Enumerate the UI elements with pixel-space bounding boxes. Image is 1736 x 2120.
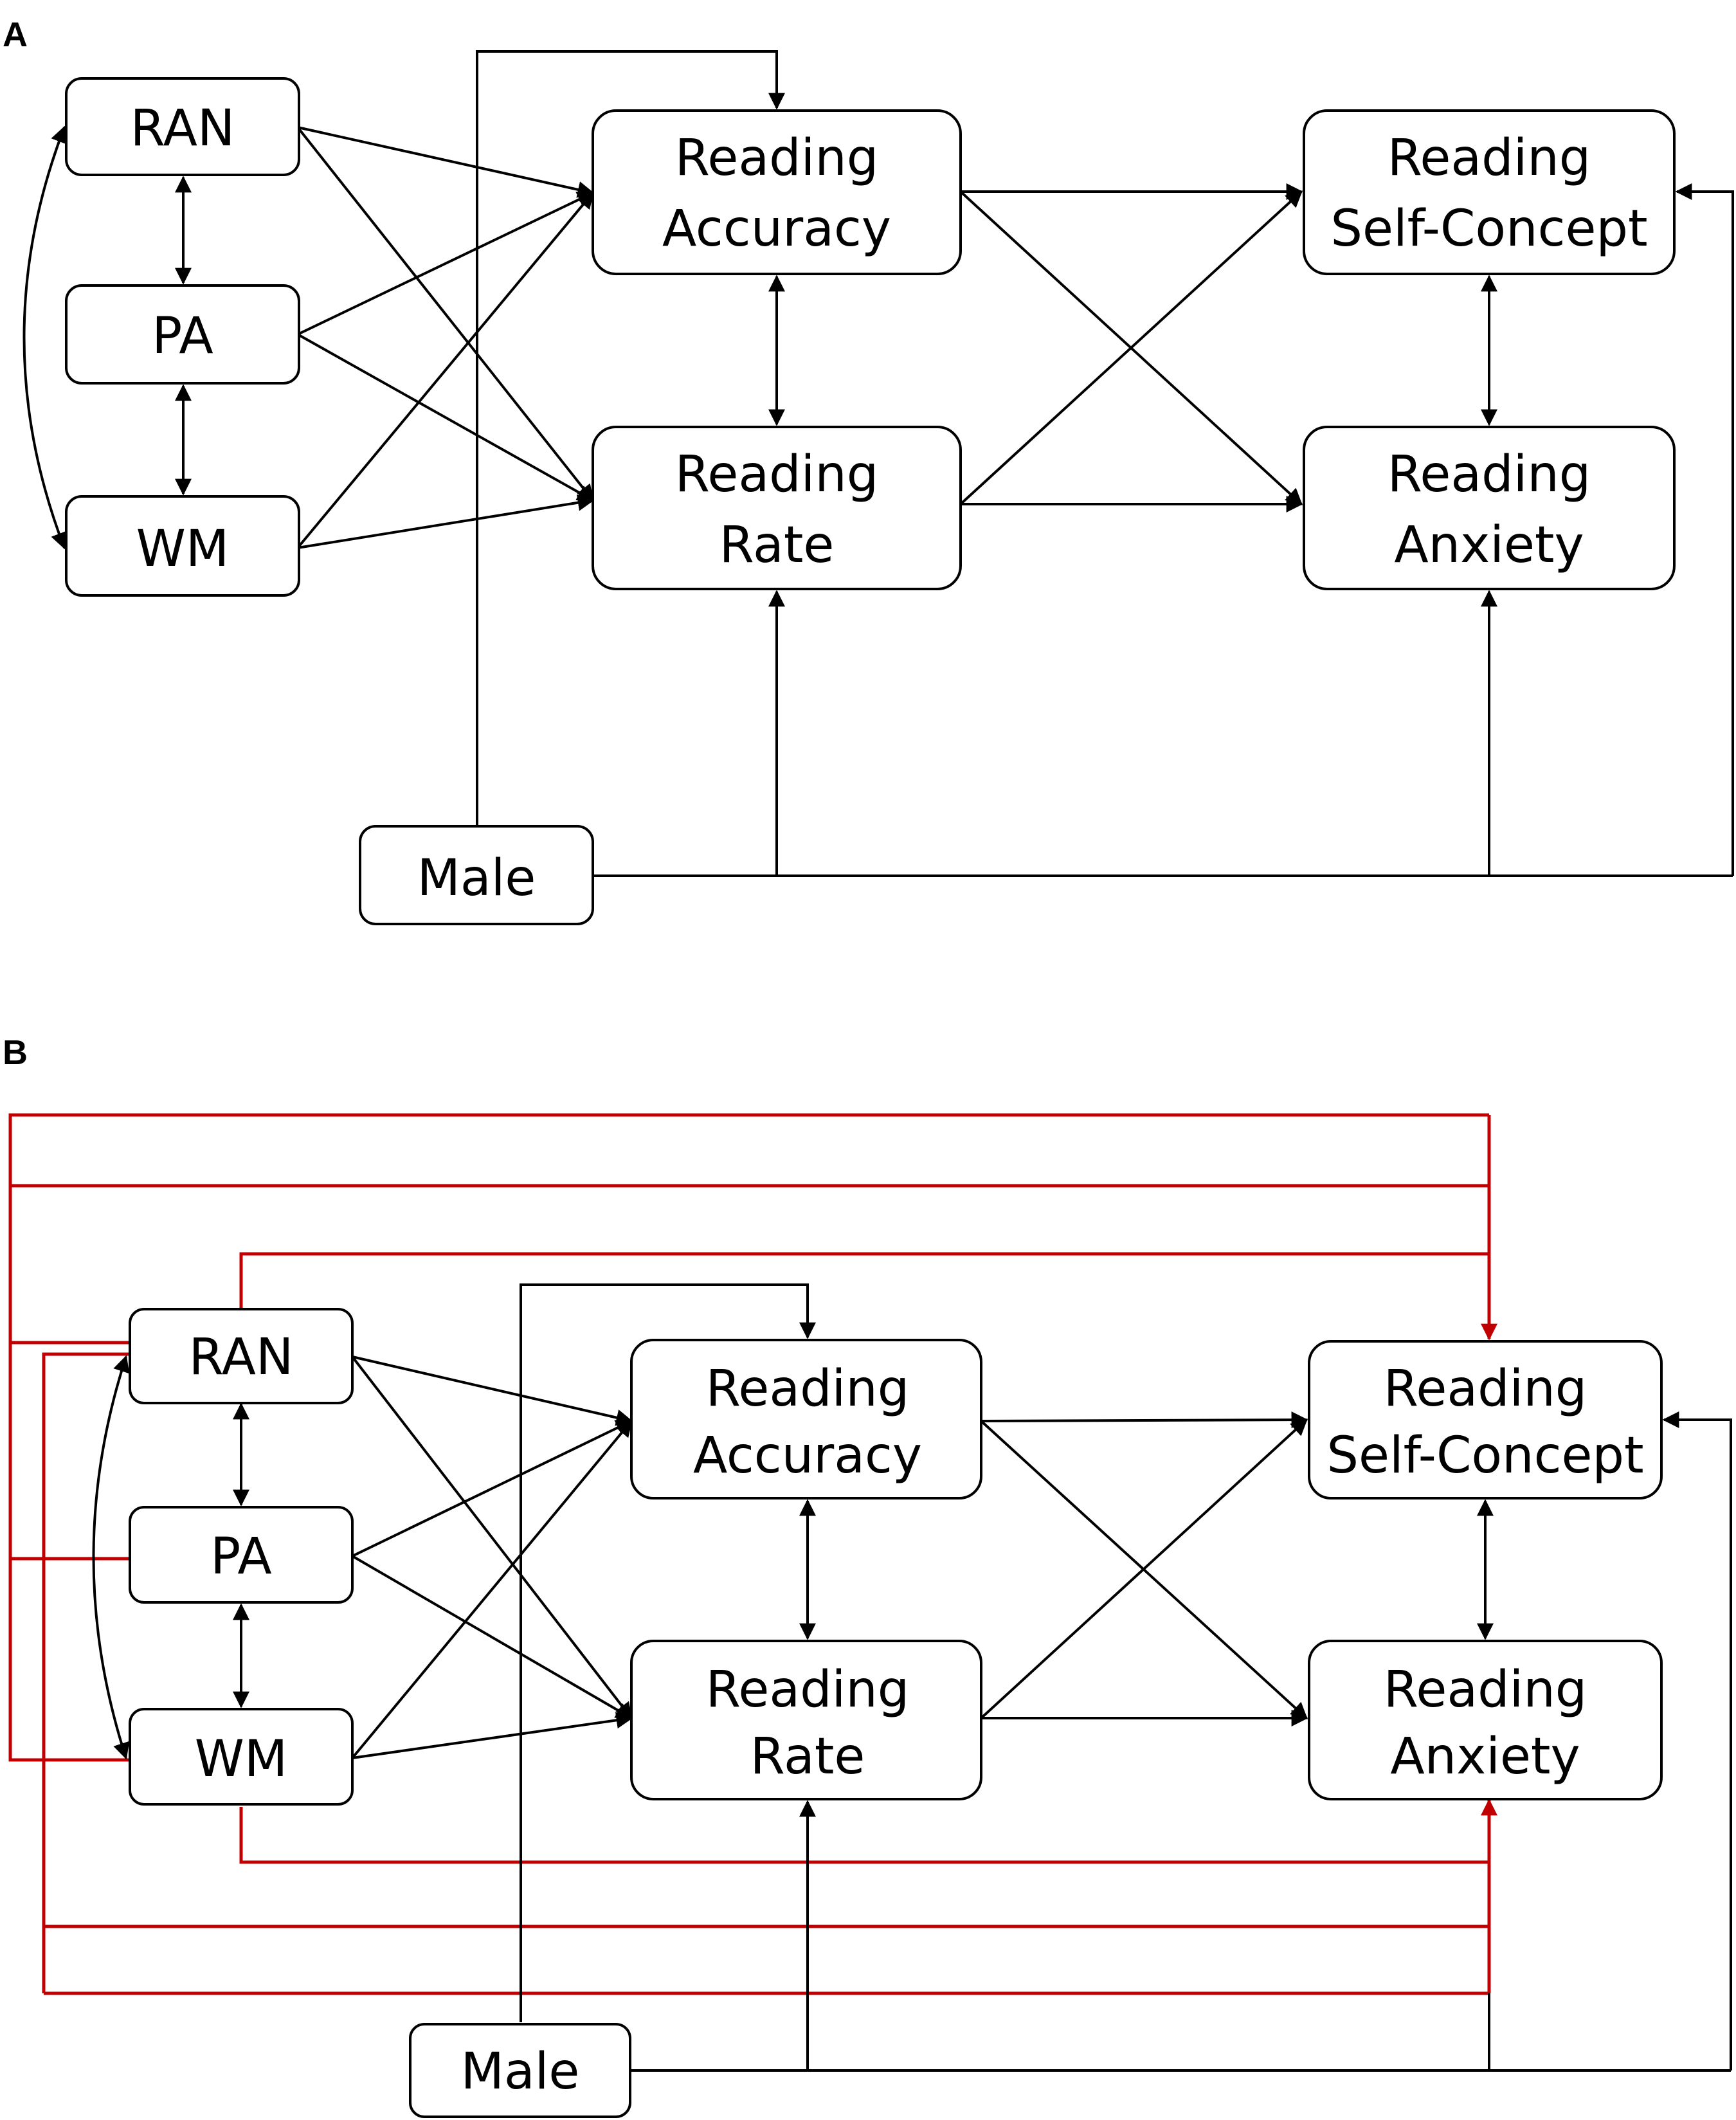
path-b-rate-to-selfconcept (980, 1418, 1308, 1719)
path-b-accuracy-to-selfconcept (981, 1411, 1308, 1429)
node-reading-anxiety-line1: Reading (1388, 446, 1591, 503)
node-reading-accuracy-line1: Reading (675, 129, 879, 187)
path-pa-to-accuracy (297, 192, 595, 336)
cov-ran-wm (23, 125, 67, 550)
path-b-male-to-selfconcept (1662, 1411, 1732, 2070)
node-reading-self-concept-line1: Reading (1388, 129, 1591, 187)
path-b-wm-to-rate (352, 1712, 633, 1759)
node-b-ran: RAN (129, 1308, 354, 1404)
path-male-to-accuracy (476, 50, 785, 826)
node-b-ran-label: RAN (189, 1328, 294, 1386)
node-b-male-label: Male (461, 2043, 580, 2101)
node-pa: PA (65, 284, 300, 385)
node-reading-anxiety: Reading Anxiety (1303, 426, 1676, 590)
path-b-male-to-accuracy (520, 1283, 816, 2022)
node-b-reading-self-concept-line2: Self-Concept (1326, 1427, 1643, 1485)
panel-b-label: B (3, 1033, 28, 1072)
node-b-wm: WM (129, 1708, 354, 1806)
node-b-reading-accuracy-line1: Reading (706, 1360, 910, 1418)
node-wm-label: WM (136, 520, 229, 578)
path-wm-to-accuracy (296, 192, 594, 549)
node-b-reading-rate: Reading Rate (630, 1640, 982, 1800)
node-male-label: Male (417, 849, 536, 907)
path-ran-to-accuracy (297, 126, 595, 198)
panel-b: B (3, 1033, 1732, 2118)
path-b-wm-to-accuracy (351, 1419, 633, 1759)
node-reading-rate: Reading Rate (592, 426, 962, 590)
node-b-wm-label: WM (195, 1730, 287, 1788)
node-reading-accuracy: Reading Accuracy (592, 109, 962, 275)
path-wm-to-rate (297, 494, 595, 549)
node-reading-self-concept: Reading Self-Concept (1303, 109, 1676, 275)
node-b-reading-rate-line2: Rate (750, 1728, 865, 1786)
cov-b-ran-wm (92, 1355, 130, 1760)
node-reading-self-concept-line2: Self-Concept (1330, 200, 1647, 258)
path-rate-to-selfconcept (959, 190, 1303, 505)
path-b-pa-to-rate (351, 1555, 633, 1719)
node-b-pa: PA (129, 1506, 354, 1604)
node-b-reading-self-concept: Reading Self-Concept (1308, 1340, 1663, 1499)
node-ran-label: RAN (131, 100, 235, 158)
path-pa-to-rate (297, 333, 595, 502)
node-b-reading-accuracy-line2: Accuracy (693, 1427, 922, 1485)
panel-a-label: A (3, 15, 28, 54)
path-male-to-selfconcept (1675, 183, 1734, 876)
node-reading-rate-line1: Reading (675, 446, 879, 503)
path-b-ran-to-accuracy (352, 1355, 633, 1426)
node-b-male: Male (409, 2023, 631, 2118)
path-b-pa-to-accuracy (352, 1420, 633, 1557)
node-b-pa-label: PA (210, 1528, 271, 1586)
node-b-reading-accuracy: Reading Accuracy (630, 1339, 982, 1499)
node-reading-anxiety-line2: Anxiety (1394, 516, 1584, 574)
node-b-reading-self-concept-line1: Reading (1384, 1360, 1587, 1418)
path-b-ran-to-rate (351, 1355, 633, 1720)
node-b-reading-rate-line1: Reading (706, 1661, 910, 1719)
node-reading-accuracy-line2: Accuracy (662, 200, 891, 258)
node-pa-label: PA (152, 307, 213, 365)
node-male: Male (359, 825, 594, 925)
red-path-wm-outer (8, 1115, 129, 1762)
node-ran: RAN (65, 77, 300, 176)
red-path-wm-bottom (239, 1807, 1489, 1864)
red-path-ran-top (239, 1252, 1489, 1309)
node-reading-rate-line2: Rate (719, 516, 835, 574)
path-ran-to-rate (296, 126, 594, 502)
node-wm: WM (65, 495, 300, 597)
node-b-reading-anxiety-line2: Anxiety (1390, 1728, 1580, 1786)
node-b-reading-anxiety-line1: Reading (1384, 1661, 1587, 1719)
panel-a: A RAN PA (3, 15, 1734, 925)
node-b-reading-anxiety: Reading Anxiety (1308, 1640, 1663, 1800)
